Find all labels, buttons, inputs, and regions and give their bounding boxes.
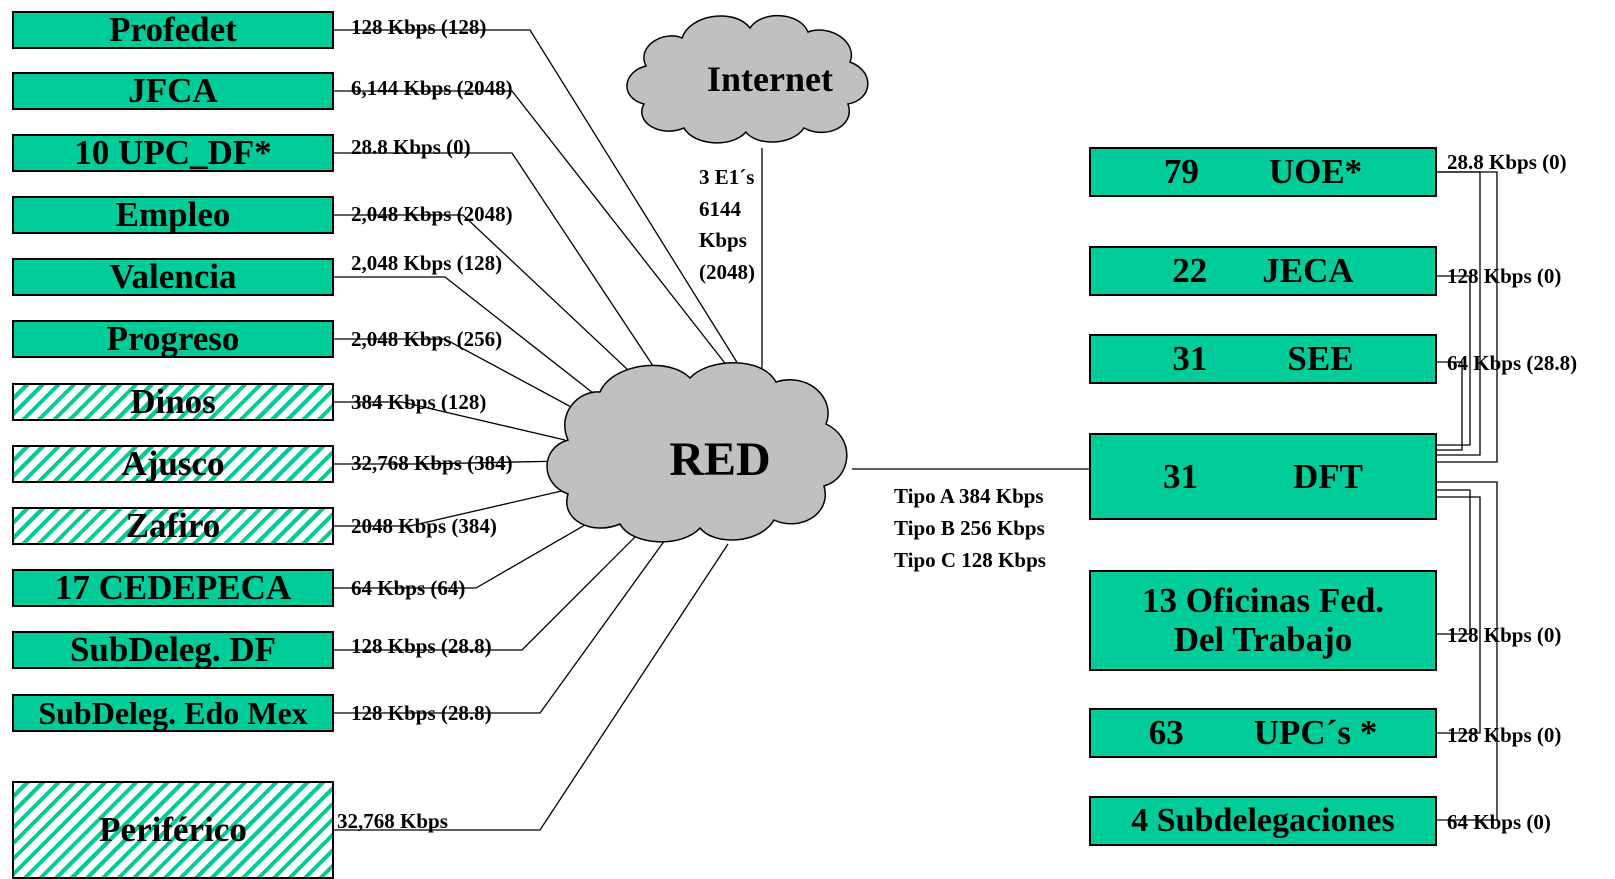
node-progreso[interactable]: Progreso: [12, 319, 334, 358]
link-label-10-upc-df: 28.8 Kbps (0): [351, 135, 471, 159]
link-label-zafiro: 2048 Kbps (384): [351, 514, 497, 538]
node-jfca[interactable]: JFCA: [12, 71, 334, 110]
wire-ajusco: [334, 460, 567, 465]
wire-uoe: [1437, 171, 1481, 456]
wire-progreso: [334, 338, 574, 409]
link-label-profedet: 128 Kbps (128): [351, 15, 487, 39]
uplink-line-1: 3 E1´s: [699, 165, 755, 189]
link-label-subdelegaciones: 64 Kbps (0): [1447, 810, 1551, 834]
node-label: Progreso: [106, 319, 240, 358]
link-label-upcs: 128 Kbps (0): [1447, 723, 1562, 747]
node-label-line-1: 13 Oficinas Fed.: [1141, 581, 1385, 620]
wire-oficinas: [1437, 489, 1471, 635]
link-label-jfca: 6,144 Kbps (2048): [351, 76, 513, 100]
link-label-jeca: 128 Kbps (0): [1447, 264, 1562, 288]
link-label-17-cedepeca: 64 Kbps (64): [351, 576, 466, 600]
node-label: JECA: [1262, 251, 1354, 290]
internet-label: Internet: [707, 59, 833, 99]
node-number: 31: [1163, 456, 1198, 496]
node-jeca[interactable]: 22 JECA: [1089, 246, 1437, 296]
node-subdeleg-edo-mex[interactable]: SubDeleg. Edo Mex: [12, 694, 334, 732]
link-label-ajusco: 32,768 Kbps (384): [351, 451, 513, 475]
node-label: DFT: [1293, 456, 1363, 496]
node-dft[interactable]: 31 DFT: [1089, 433, 1437, 520]
node-ajusco[interactable]: Ajusco: [12, 444, 334, 483]
wire: [334, 29, 1498, 831]
node-upcs[interactable]: 63 UPC´s *: [1089, 708, 1437, 758]
node-label: Valencia: [109, 257, 237, 296]
link-label-oficinas: 128 Kbps (0): [1447, 623, 1562, 647]
node-subdeleg-df[interactable]: SubDeleg. DF: [12, 630, 334, 669]
wire-jfca: [334, 90, 736, 377]
node-label: JFCA: [128, 71, 218, 110]
node-dinos[interactable]: Dinos: [12, 382, 334, 421]
node-label: UOE*: [1268, 152, 1363, 191]
node-label: Dinos: [130, 382, 216, 421]
wire-profedet: [334, 29, 744, 373]
node-label: SubDeleg. Edo Mex: [38, 694, 308, 731]
node-label-line-2: Del Trabajo: [1173, 619, 1353, 659]
wire-10-upc-df: [334, 152, 664, 382]
link-label-valencia: 2,048 Kbps (128): [351, 251, 503, 275]
wire-dinos: [334, 401, 566, 441]
node-empleo[interactable]: Empleo: [12, 195, 334, 234]
link-label-subdeleg-df: 128 Kbps (28.8): [351, 634, 492, 658]
node-profedet[interactable]: Profedet: [12, 10, 334, 49]
link-label-empleo: 2,048 Kbps (2048): [351, 202, 513, 226]
uplink-line-2: 6144: [699, 197, 741, 221]
uplink-line-3: Kbps: [699, 228, 747, 252]
wire-zafiro: [334, 489, 567, 527]
link-label-subdeleg-edo-mex: 128 Kbps (28.8): [351, 701, 492, 725]
wire-upcs: [1437, 496, 1481, 734]
node-subdelegaciones[interactable]: 4 Subdelegaciones: [1089, 796, 1437, 846]
node-label: Periférico: [99, 810, 247, 849]
link-label-dinos: 384 Kbps (128): [351, 390, 487, 414]
wire-17-cedepeca: [334, 521, 591, 589]
node-periferico[interactable]: Periférico: [12, 781, 334, 879]
node-label: Ajusco: [121, 444, 225, 483]
tipo-c-label: Tipo C 128 Kbps: [894, 548, 1046, 572]
link-label-progreso: 2,048 Kbps (256): [351, 327, 503, 351]
node-number: 63: [1148, 713, 1184, 752]
tipo-b-label: Tipo B 256 Kbps: [894, 516, 1045, 540]
node-see[interactable]: 31 SEE: [1089, 334, 1437, 384]
node-label: 17 CEDEPECA: [54, 568, 292, 607]
node-number: 79: [1163, 152, 1199, 191]
wire-subdeleg-edo-mex: [334, 539, 666, 714]
wire-empleo: [334, 214, 646, 387]
node-label: 10 UPC_DF*: [74, 133, 272, 172]
wire-subdelegaciones: [1437, 481, 1498, 821]
wire-jeca: [1437, 275, 1471, 446]
node-10-upc-df[interactable]: 10 UPC_DF*: [12, 133, 334, 172]
node-label: SubDeleg. DF: [69, 630, 277, 669]
node-uoe[interactable]: 79 UOE*: [1089, 147, 1437, 197]
wire-see: [1437, 361, 1463, 451]
red-label: RED: [669, 433, 771, 486]
node-number: 22: [1172, 251, 1208, 290]
node-label: 4 Subdelegaciones: [1131, 802, 1395, 839]
node-label: Empleo: [115, 195, 231, 234]
node-17-cedepeca[interactable]: 17 CEDEPECA: [12, 568, 334, 607]
uplink-line-4: (2048): [699, 260, 755, 284]
link-label-see: 64 Kbps (28.8): [1447, 351, 1578, 375]
red-cloud: [546, 362, 848, 543]
wire-periferico: [334, 543, 729, 831]
node-valencia[interactable]: Valencia: [12, 257, 334, 296]
internet-cloud: [626, 15, 869, 144]
link-label-periferico: 32,768 Kbps: [337, 809, 448, 833]
wire-subdeleg-df: [334, 531, 641, 651]
node-label: SEE: [1287, 339, 1354, 378]
wire-valencia: [334, 276, 594, 394]
wire-uoe-2: [1437, 171, 1498, 463]
node-label: UPC´s *: [1253, 713, 1378, 752]
node-oficinas[interactable]: 13 Oficinas Fed. Del Trabajo: [1089, 570, 1437, 671]
node-number: 31: [1172, 339, 1208, 378]
node-label: Profedet: [109, 10, 237, 49]
node-zafiro[interactable]: Zafiro: [12, 506, 334, 545]
tipo-a-label: Tipo A 384 Kbps: [894, 484, 1044, 508]
node-label: Zafiro: [125, 506, 221, 545]
link-label-uoe: 28.8 Kbps (0): [1447, 150, 1567, 174]
